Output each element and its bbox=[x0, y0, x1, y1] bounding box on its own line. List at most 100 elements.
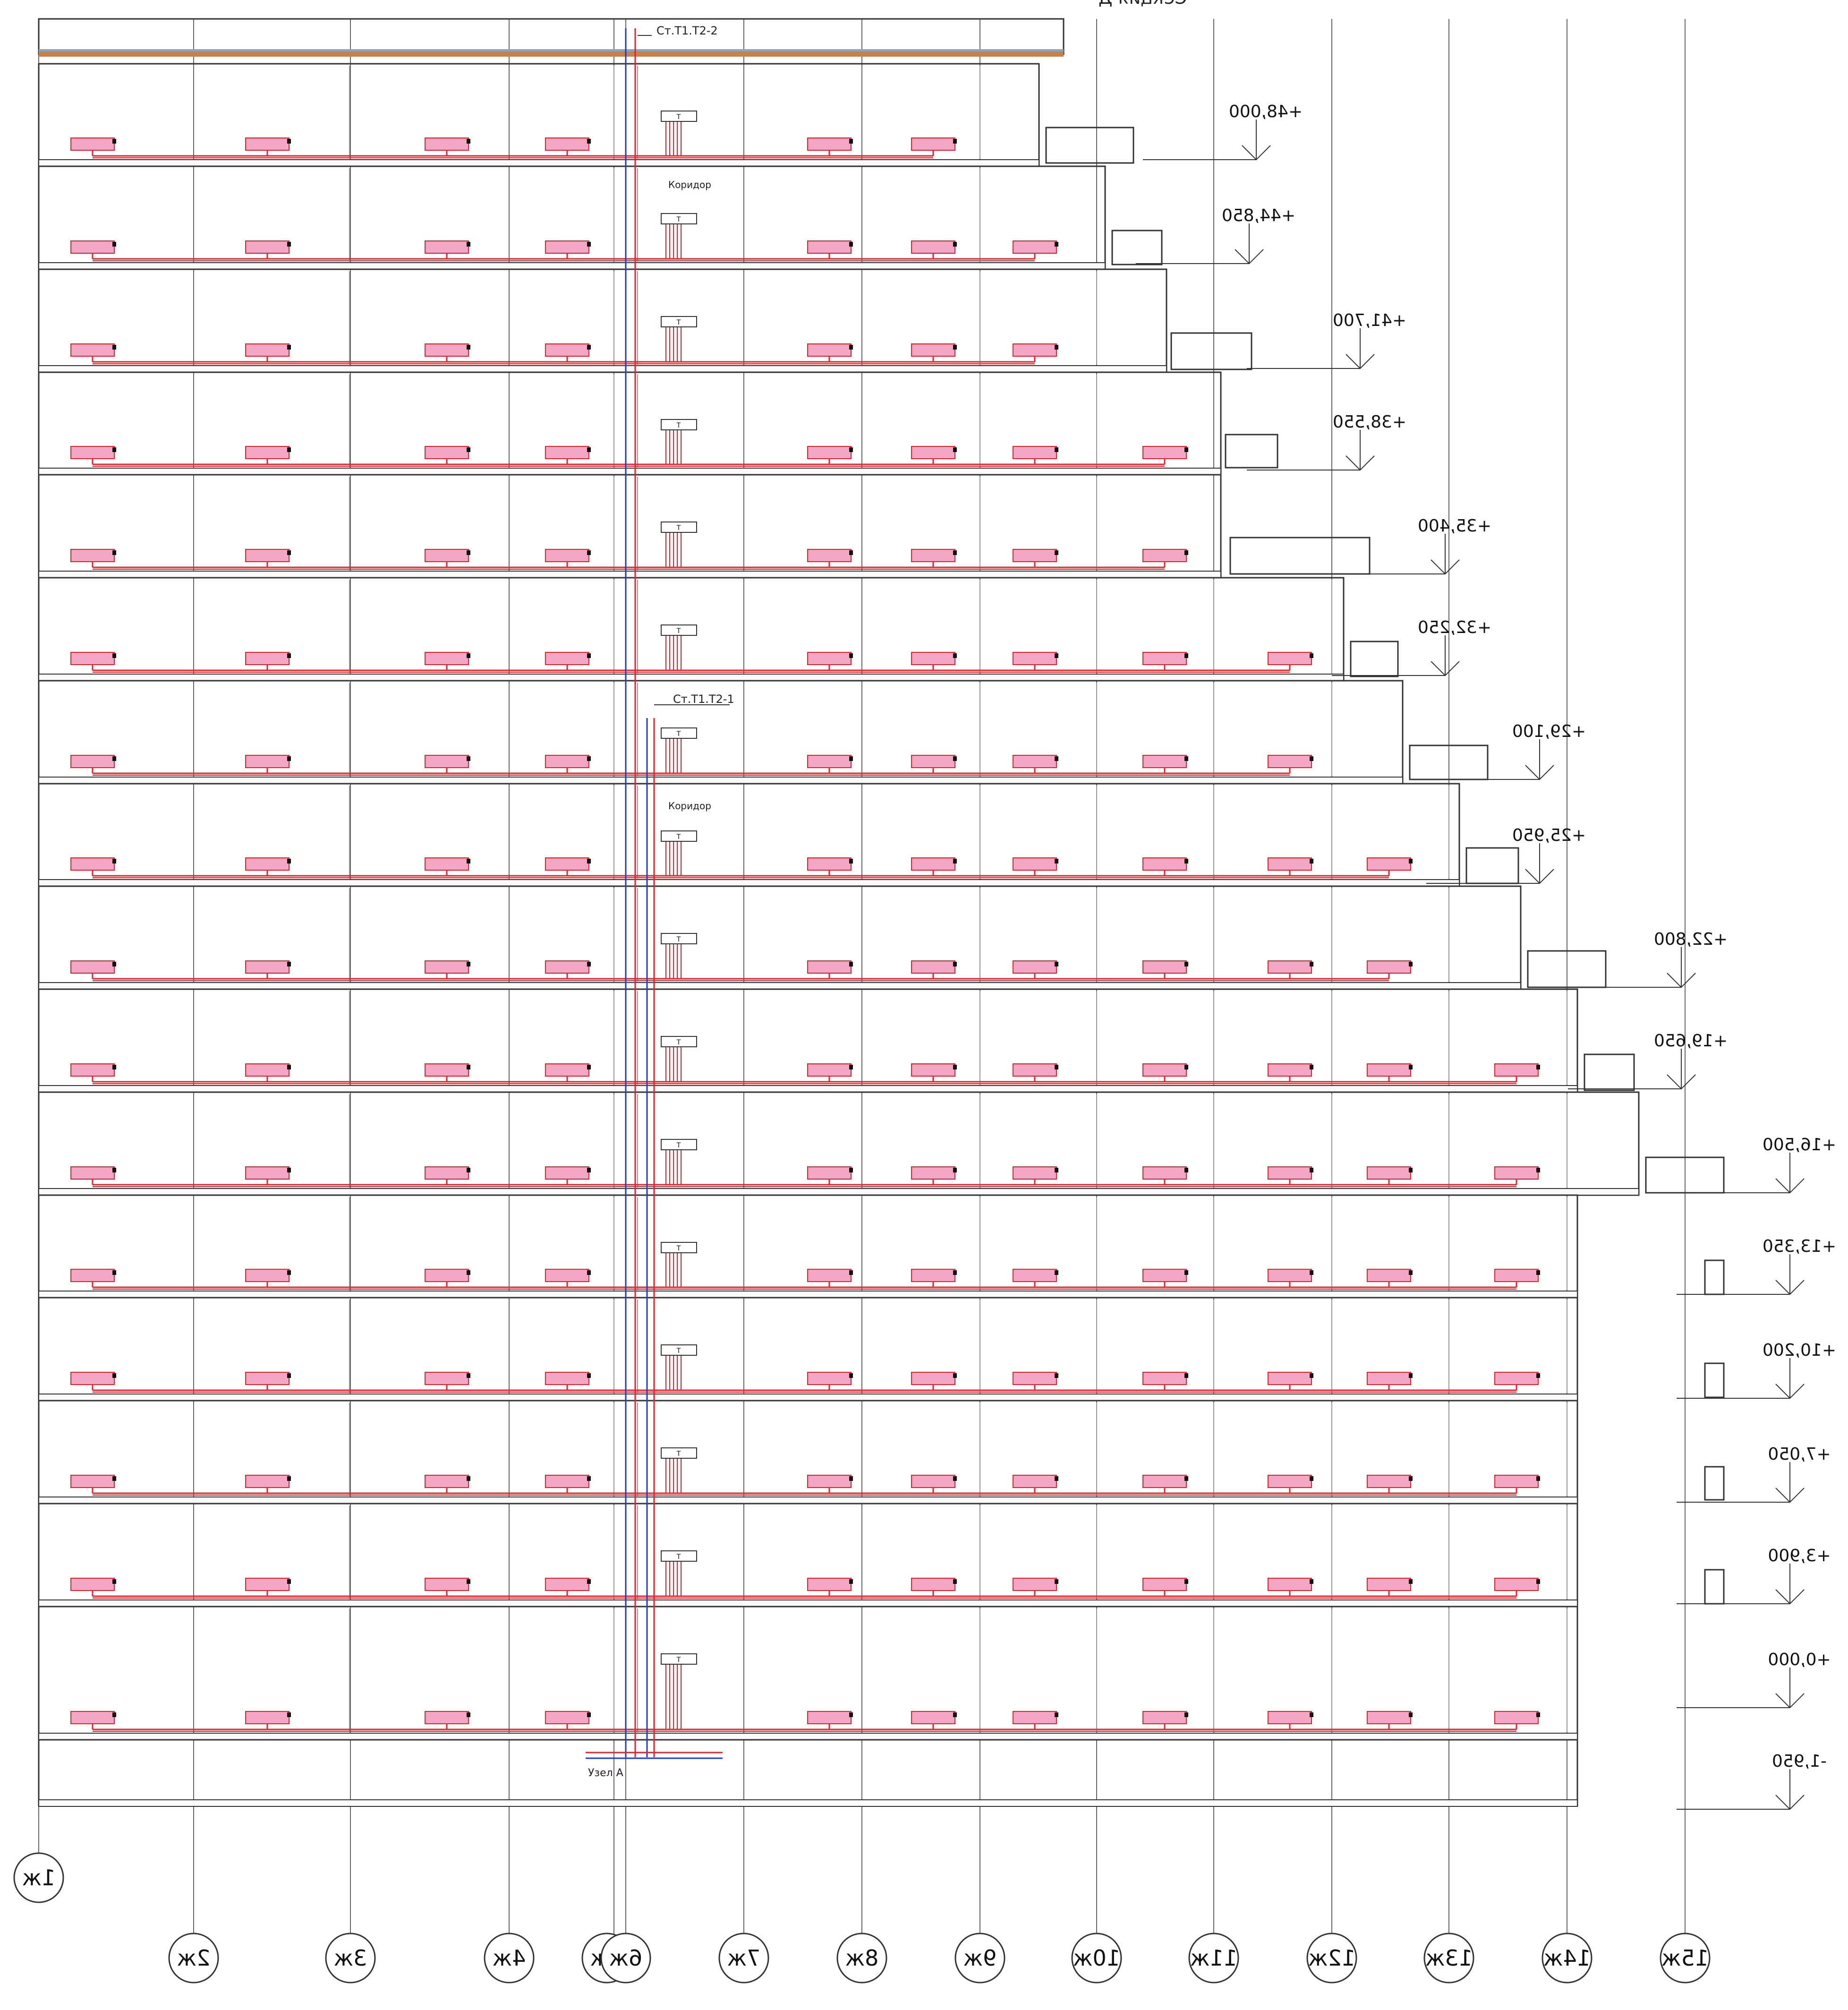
radiator-valve bbox=[953, 653, 957, 658]
elevation-triangle bbox=[1775, 1280, 1805, 1295]
radiator-valve bbox=[1055, 1476, 1058, 1481]
radiator-valve bbox=[1055, 1270, 1058, 1275]
piping-layer bbox=[92, 28, 1517, 1759]
radiator bbox=[70, 960, 115, 974]
radiator bbox=[425, 755, 469, 768]
radiator-valve bbox=[1184, 1373, 1188, 1378]
radiator-valve bbox=[287, 242, 291, 247]
radiator-valve bbox=[1409, 962, 1413, 967]
radiator-valve bbox=[287, 1065, 291, 1069]
radiator bbox=[425, 1372, 469, 1385]
floor-slab bbox=[38, 1497, 1578, 1504]
radiator bbox=[1494, 1475, 1539, 1488]
elevation-label: -1,950 bbox=[1772, 1752, 1827, 1771]
radiator-valve bbox=[953, 1270, 957, 1275]
basement-outline bbox=[38, 1739, 1578, 1807]
axis-label: 14ж bbox=[1543, 1945, 1591, 1971]
radiator-valve bbox=[287, 859, 291, 864]
balcony bbox=[1527, 950, 1607, 988]
elevation-label: +41,700 bbox=[1333, 311, 1406, 330]
radiator bbox=[245, 1166, 290, 1180]
radiator-valve bbox=[587, 345, 591, 350]
radiator bbox=[1494, 1166, 1539, 1180]
manifold-mark: Т bbox=[676, 936, 681, 943]
radiator-valve bbox=[287, 1712, 291, 1717]
radiator bbox=[245, 1269, 290, 1282]
radiator-valve bbox=[1310, 1168, 1313, 1172]
axis-label: 13ж bbox=[1425, 1945, 1473, 1971]
radiator bbox=[70, 343, 115, 357]
radiator bbox=[1494, 1063, 1539, 1077]
manifold-mark: Т bbox=[676, 524, 681, 532]
manifold bbox=[661, 419, 697, 430]
elevation-label: +29,100 bbox=[1512, 722, 1586, 741]
axis-label: 1ж bbox=[22, 1865, 56, 1890]
elevation-triangle bbox=[1346, 455, 1375, 471]
manifold bbox=[661, 1653, 697, 1665]
radiator bbox=[70, 549, 115, 562]
radiator-valve bbox=[953, 242, 957, 247]
elevation-triangle bbox=[1346, 354, 1375, 369]
radiator bbox=[425, 137, 469, 151]
radiator-layer bbox=[70, 137, 1540, 1724]
radiator-valve bbox=[112, 447, 116, 452]
radiator-valve bbox=[1184, 550, 1188, 555]
radiator bbox=[1268, 1711, 1312, 1724]
axis-label: 6ж bbox=[609, 1945, 643, 1971]
radiator-valve bbox=[1055, 447, 1058, 452]
radiator-valve bbox=[953, 1476, 957, 1481]
floor-slab bbox=[38, 365, 1167, 373]
radiator-valve bbox=[849, 1476, 853, 1481]
radiator-valve bbox=[287, 345, 291, 350]
radiator bbox=[425, 549, 469, 562]
axis-bubbles-layer: 1ж2ж3ж4ж5ж6ж7ж8ж9ж10ж11ж12ж13ж14ж15ж bbox=[13, 1852, 1711, 1984]
radiator-valve bbox=[467, 242, 470, 247]
radiator bbox=[1142, 446, 1187, 459]
radiator bbox=[1013, 240, 1057, 254]
floor-outline bbox=[38, 63, 1040, 167]
radiator bbox=[425, 1711, 469, 1724]
radiator bbox=[807, 755, 852, 768]
radiator bbox=[70, 857, 115, 871]
radiator-valve bbox=[587, 653, 591, 658]
elevation-label: +48,000 bbox=[1229, 102, 1303, 121]
radiator-valve bbox=[953, 1065, 957, 1069]
radiator bbox=[911, 1372, 955, 1385]
axis-label: 15ж bbox=[1661, 1945, 1709, 1971]
radiator bbox=[1142, 1372, 1187, 1385]
radiator-valve bbox=[1310, 1579, 1313, 1584]
radiator-valve bbox=[1536, 1712, 1540, 1717]
manifold-mark: Т bbox=[676, 627, 681, 635]
radiator-valve bbox=[1536, 1579, 1540, 1584]
elevation-label: +13,350 bbox=[1763, 1237, 1836, 1256]
radiator-valve bbox=[587, 962, 591, 967]
radiator bbox=[807, 857, 852, 871]
radiator-valve bbox=[587, 242, 591, 247]
floor-slab bbox=[38, 879, 1460, 887]
radiator bbox=[70, 1475, 115, 1488]
radiator bbox=[70, 137, 115, 151]
radiator bbox=[70, 240, 115, 254]
radiator-valve bbox=[287, 1270, 291, 1275]
balcony bbox=[1704, 1362, 1725, 1398]
radiator-valve bbox=[953, 1579, 957, 1584]
axis-label: 9ж bbox=[963, 1945, 997, 1971]
manifold bbox=[661, 1447, 697, 1459]
radiator bbox=[425, 446, 469, 459]
radiator bbox=[245, 960, 290, 974]
radiator-valve bbox=[112, 1373, 116, 1378]
manifold-mark: Т bbox=[676, 1347, 681, 1355]
floor-outline bbox=[38, 1194, 1578, 1299]
radiator-valve bbox=[1310, 1476, 1313, 1481]
corridor-label-mid: Коридор bbox=[668, 800, 711, 812]
balcony bbox=[1111, 230, 1163, 265]
radiator bbox=[545, 343, 589, 357]
radiator bbox=[245, 652, 290, 665]
radiator bbox=[245, 1711, 290, 1724]
radiator bbox=[1367, 1475, 1411, 1488]
floor-slab bbox=[38, 777, 1403, 784]
radiator-valve bbox=[1310, 1373, 1313, 1378]
radiator-valve bbox=[112, 345, 116, 350]
